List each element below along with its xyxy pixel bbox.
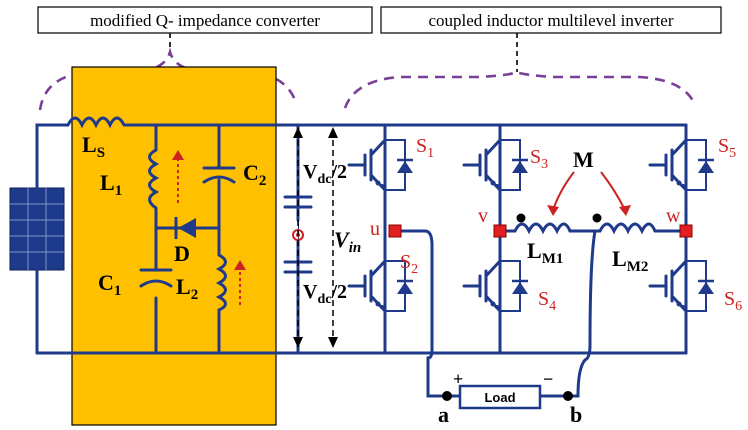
- d-label: D: [174, 241, 190, 266]
- vdc-top-label: Vdc/2: [303, 161, 347, 187]
- inverter-title: coupled inductor multilevel inverter: [428, 11, 673, 30]
- switch-s5: [648, 123, 714, 207]
- wiring: [35, 123, 688, 398]
- l2-label: L2: [176, 274, 198, 303]
- inductor-l2: [215, 253, 227, 312]
- lm1-polarity-dot: [516, 213, 526, 223]
- l2-arrow-head: [234, 260, 246, 270]
- capacitor-c2: [202, 166, 236, 184]
- s1-label: S1: [416, 135, 434, 161]
- lm1-label: LM1: [527, 238, 563, 267]
- load-label: Load: [484, 390, 515, 405]
- node-u-label: u: [370, 218, 380, 240]
- pv-panel: [9, 187, 65, 271]
- vdc-dimension: [293, 127, 338, 348]
- terminal-a-label: a: [438, 402, 449, 427]
- switch-s6: [648, 244, 714, 328]
- converter-title: modified Q- impedance converter: [90, 11, 320, 30]
- s5-label: S5: [718, 135, 736, 161]
- converter-title-box: modified Q- impedance converter: [37, 6, 373, 34]
- inverter-title-box: coupled inductor multilevel inverter: [380, 6, 722, 34]
- terminal-b-label: b: [570, 402, 582, 427]
- lm2-label: LM2: [612, 246, 648, 275]
- lm2-polarity-dot: [592, 213, 602, 223]
- mutual-m-label: M: [573, 147, 594, 172]
- switch-s1: [347, 123, 413, 207]
- s2-label: S2: [400, 251, 418, 277]
- load-plus: +: [453, 369, 463, 389]
- converter-block: [71, 66, 277, 426]
- l1-arrow-head: [172, 150, 184, 160]
- m-arrow-left: [552, 171, 575, 211]
- switch-s3: [462, 123, 528, 207]
- inductor-lm2: [598, 222, 657, 235]
- vin-label: Vin: [334, 227, 361, 256]
- node-w-label: w: [666, 205, 681, 227]
- s4-label: S4: [538, 288, 556, 314]
- inductor-l1: [148, 148, 160, 210]
- load-block: Load: [458, 384, 542, 410]
- node-v: [493, 224, 507, 238]
- inverter-brace: [343, 70, 697, 109]
- capacitor-c1: [139, 268, 173, 288]
- vdc-bottom-label: Vdc/2: [303, 281, 347, 307]
- m-arrow-right: [600, 171, 626, 211]
- node-u: [388, 224, 402, 238]
- c1-label: C1: [98, 270, 121, 299]
- node-w: [679, 224, 693, 238]
- s3-label: S3: [530, 146, 548, 172]
- switch-s2: [347, 244, 413, 328]
- c2-label: C2: [243, 160, 266, 189]
- node-v-label: v: [478, 205, 488, 227]
- load-minus: −: [543, 369, 553, 389]
- switch-s4: [462, 244, 528, 328]
- l1-label: L1: [100, 170, 122, 199]
- terminal-a: [442, 391, 452, 401]
- ls-label: LS: [82, 132, 105, 161]
- s6-label: S6: [724, 288, 742, 314]
- inductor-ls: [66, 116, 126, 129]
- diode-d: [174, 217, 196, 239]
- inductor-lm1: [513, 222, 572, 235]
- terminal-b: [563, 391, 573, 401]
